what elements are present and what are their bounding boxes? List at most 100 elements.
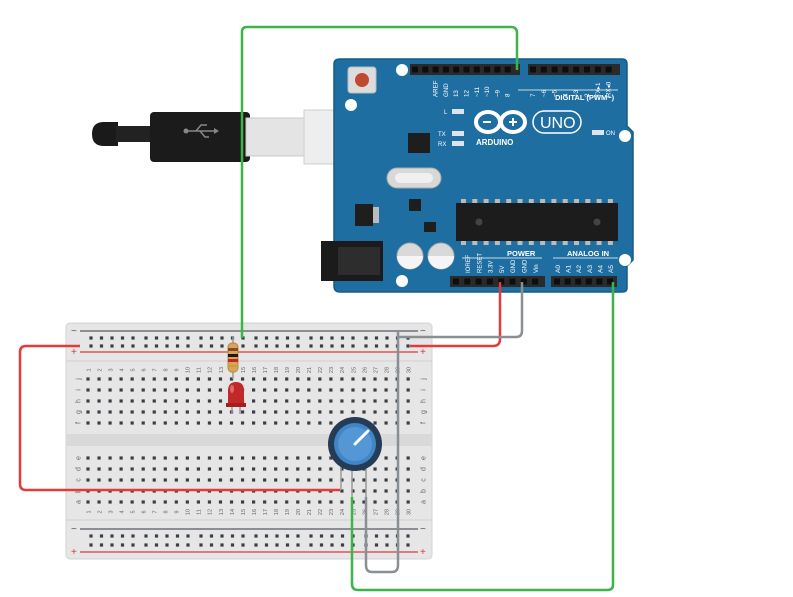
rail-hole[interactable]	[351, 336, 355, 340]
terminal-hole[interactable]	[406, 467, 410, 471]
terminal-hole[interactable]	[307, 410, 311, 414]
terminal-hole[interactable]	[406, 489, 410, 493]
terminal-hole[interactable]	[240, 478, 245, 482]
terminal-hole[interactable]	[307, 500, 311, 504]
terminal-hole[interactable]	[384, 456, 388, 460]
terminal-hole[interactable]	[152, 500, 156, 504]
terminal-hole[interactable]	[130, 500, 134, 504]
analog-header-hole[interactable]	[585, 278, 592, 285]
terminal-hole[interactable]	[174, 388, 178, 392]
rail-hole[interactable]	[99, 543, 104, 547]
terminal-hole[interactable]	[141, 421, 145, 425]
rail-hole[interactable]	[199, 336, 203, 340]
terminal-hole[interactable]	[207, 456, 212, 460]
terminal-hole[interactable]	[185, 377, 189, 381]
terminal-hole[interactable]	[373, 410, 377, 414]
terminal-hole[interactable]	[86, 377, 90, 381]
terminal-hole[interactable]	[307, 421, 311, 425]
terminal-hole[interactable]	[285, 500, 289, 504]
terminal-hole[interactable]	[329, 478, 333, 482]
terminal-hole[interactable]	[263, 399, 267, 403]
terminal-hole[interactable]	[196, 467, 200, 471]
terminal-hole[interactable]	[285, 388, 289, 392]
terminal-hole[interactable]	[97, 500, 101, 504]
terminal-hole[interactable]	[108, 377, 112, 381]
terminal-hole[interactable]	[362, 489, 366, 493]
terminal-hole[interactable]	[307, 377, 311, 381]
rail-hole[interactable]	[99, 336, 104, 340]
terminal-hole[interactable]	[174, 410, 178, 414]
terminal-hole[interactable]	[185, 456, 189, 460]
terminal-hole[interactable]	[373, 421, 377, 425]
terminal-hole[interactable]	[152, 410, 156, 414]
terminal-hole[interactable]	[196, 456, 200, 460]
rail-hole[interactable]	[374, 336, 379, 340]
terminal-hole[interactable]	[307, 388, 311, 392]
terminal-hole[interactable]	[108, 421, 112, 425]
terminal-hole[interactable]	[207, 399, 212, 403]
rail-hole[interactable]	[254, 344, 258, 348]
terminal-hole[interactable]	[240, 377, 245, 381]
terminal-hole[interactable]	[351, 478, 355, 482]
terminal-hole[interactable]	[274, 399, 278, 403]
rail-hole[interactable]	[144, 344, 148, 348]
bottom-pin-holes[interactable]	[453, 278, 613, 285]
terminal-hole[interactable]	[141, 456, 145, 460]
terminal-hole[interactable]	[340, 478, 344, 482]
rail-hole[interactable]	[385, 344, 389, 348]
terminal-hole[interactable]	[362, 399, 366, 403]
terminal-hole[interactable]	[174, 456, 178, 460]
terminal-hole[interactable]	[263, 500, 267, 504]
wire-gray-gnd-rail[interactable]	[398, 282, 524, 339]
terminal-hole[interactable]	[185, 410, 189, 414]
terminal-hole[interactable]	[174, 421, 178, 425]
terminal-hole[interactable]	[152, 467, 156, 471]
rail-hole[interactable]	[144, 543, 148, 547]
rail-hole[interactable]	[309, 336, 313, 340]
rail-hole[interactable]	[309, 543, 313, 547]
terminal-hole[interactable]	[373, 478, 377, 482]
rail-hole[interactable]	[89, 543, 93, 547]
header-hole[interactable]	[422, 66, 429, 73]
rail-hole[interactable]	[186, 336, 190, 340]
terminal-hole[interactable]	[97, 421, 101, 425]
rail-hole[interactable]	[319, 534, 324, 538]
terminal-hole[interactable]	[340, 399, 344, 403]
terminal-hole[interactable]	[86, 399, 90, 403]
terminal-hole[interactable]	[252, 456, 256, 460]
terminal-hole[interactable]	[263, 388, 267, 392]
rail-hole[interactable]	[406, 543, 410, 547]
rail-hole[interactable]	[89, 344, 93, 348]
terminal-hole[interactable]	[285, 421, 289, 425]
header-hole[interactable]	[432, 66, 439, 73]
terminal-hole[interactable]	[329, 500, 333, 504]
rail-hole[interactable]	[89, 534, 93, 538]
rail-hole[interactable]	[110, 543, 114, 547]
terminal-hole[interactable]	[86, 410, 90, 414]
terminal-hole[interactable]	[185, 421, 189, 425]
power-header-hole[interactable]	[453, 278, 459, 285]
terminal-hole[interactable]	[274, 421, 278, 425]
terminal-hole[interactable]	[351, 388, 355, 392]
terminal-hole[interactable]	[296, 399, 300, 403]
terminal-hole[interactable]	[108, 478, 112, 482]
rail-hole[interactable]	[275, 543, 279, 547]
terminal-hole[interactable]	[207, 421, 212, 425]
terminal-hole[interactable]	[174, 478, 178, 482]
terminal-hole[interactable]	[130, 421, 134, 425]
terminal-hole[interactable]	[406, 421, 410, 425]
power-header-hole[interactable]	[532, 278, 539, 285]
terminal-hole[interactable]	[252, 377, 256, 381]
terminal-hole[interactable]	[185, 388, 189, 392]
terminal-hole[interactable]	[119, 500, 123, 504]
terminal-hole[interactable]	[174, 500, 178, 504]
rail-hole[interactable]	[319, 543, 324, 547]
terminal-hole[interactable]	[207, 478, 212, 482]
rail-hole[interactable]	[154, 543, 159, 547]
terminal-hole[interactable]	[274, 456, 278, 460]
usb-plug-icon[interactable]	[150, 112, 250, 162]
terminal-hole[interactable]	[318, 388, 322, 392]
rail-hole[interactable]	[374, 543, 379, 547]
terminal-hole[interactable]	[86, 500, 90, 504]
rail-hole[interactable]	[131, 336, 135, 340]
